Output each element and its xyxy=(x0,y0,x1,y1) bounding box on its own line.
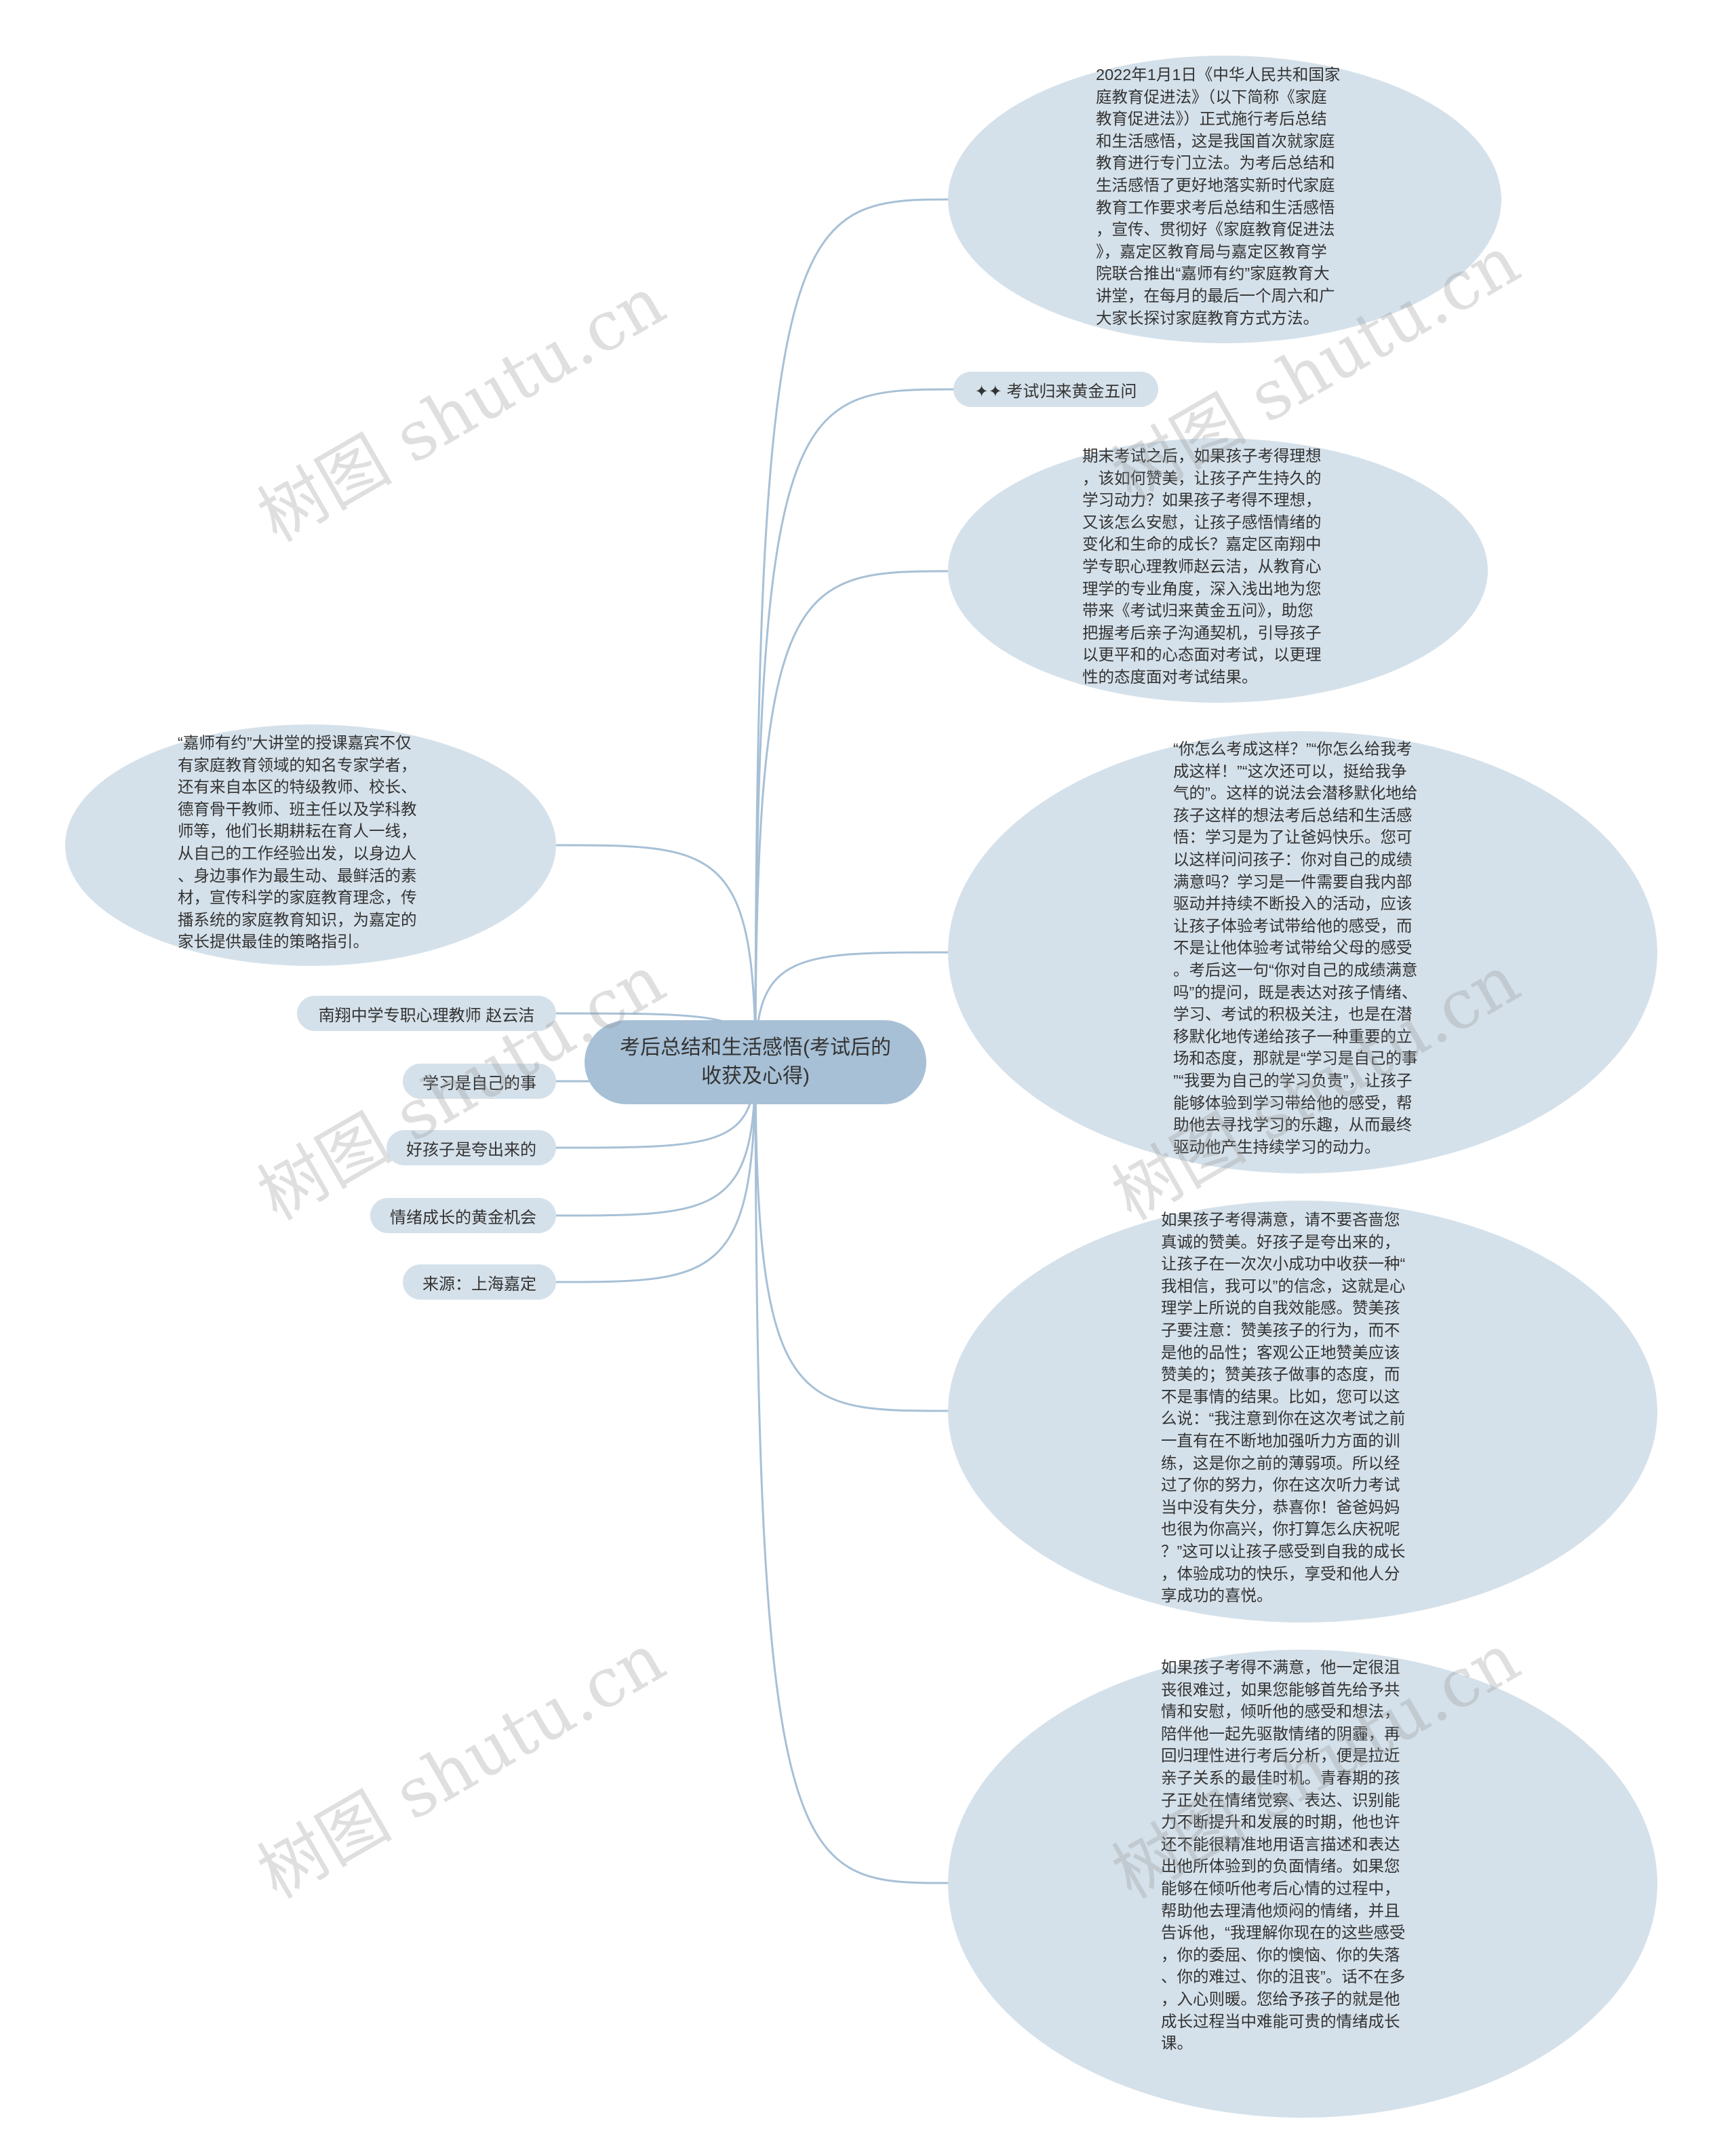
link-praise xyxy=(754,1062,949,1412)
node-exam-after-intro[interactable]: 期末考试之后，如果孩子考得理想 ，该如何赞美，让孩子产生持久的 学习动力？如果孩… xyxy=(948,438,1488,703)
link-source xyxy=(555,1062,757,1283)
node-golden-chance[interactable]: 情绪成长的黄金机会 xyxy=(370,1198,556,1233)
node-five-questions[interactable]: ✦✦ 考试归来黄金五问 xyxy=(953,372,1158,407)
node-source[interactable]: 来源：上海嘉定 xyxy=(403,1264,556,1300)
node-learning-self-text: “你怎么考成这样？”“你怎么给我考 成这样！”“这次还可以，挺给我争 气的”。这… xyxy=(1173,740,1418,1156)
node-learning-self[interactable]: “你怎么考成这样？”“你怎么给我考 成这样！”“这次还可以，挺给我争 气的”。这… xyxy=(948,731,1657,1173)
node-learning-own[interactable]: 学习是自己的事 xyxy=(403,1064,556,1099)
link-five-questions xyxy=(754,388,955,1063)
node-law-intro-text: 2022年1月1日《中华人民共和国家 庭教育促进法》（以下简称《家庭 教育促进法… xyxy=(1096,66,1341,327)
node-golden-chance-label: 情绪成长的黄金机会 xyxy=(390,1208,536,1227)
node-exam-after-intro-text: 期末考试之后，如果孩子考得理想 ，该如何赞美，让孩子产生持久的 学习动力？如果孩… xyxy=(1082,447,1322,686)
node-law-intro[interactable]: 2022年1月1日《中华人民共和国家 庭教育促进法》（以下简称《家庭 教育促进法… xyxy=(948,56,1501,343)
node-praise-text: 如果孩子考得满意，请不要吝啬您 真诚的赞美。好孩子是夸出来的， 让孩子在一次次小… xyxy=(1161,1211,1406,1605)
node-teacher-label: 南翔中学专职心理教师 赵云洁 xyxy=(318,1006,535,1025)
node-five-questions-label: ✦✦ 考试归来黄金五问 xyxy=(974,382,1137,401)
node-lecture-guests-text: “嘉师有约”大讲堂的授课嘉宾不仅 有家庭教育领域的知名专家学者， 还有来自本区的… xyxy=(178,734,417,951)
root-topic-label: 考后总结和生活感悟(考试后的收获及心得) xyxy=(620,1036,891,1087)
root-topic[interactable]: 考后总结和生活感悟(考试后的收获及心得) xyxy=(585,1020,926,1104)
link-emotion xyxy=(754,1062,949,1884)
node-source-label: 来源：上海嘉定 xyxy=(422,1275,536,1294)
node-learning-own-label: 学习是自己的事 xyxy=(422,1074,536,1093)
link-golden-chance xyxy=(555,1062,757,1217)
link-exam-after-intro xyxy=(754,570,955,1063)
link-law-intro xyxy=(754,198,955,1063)
node-teacher[interactable]: 南翔中学专职心理教师 赵云洁 xyxy=(297,996,556,1031)
node-emotion-text: 如果孩子考得不满意，他一定很沮 丧很难过，如果您能够首先给予共 情和安慰，倾听他… xyxy=(1161,1658,1406,2053)
node-emotion[interactable]: 如果孩子考得不满意，他一定很沮 丧很难过，如果您能够首先给予共 情和安慰，倾听他… xyxy=(948,1650,1657,2118)
node-good-kids-label: 好孩子是夸出来的 xyxy=(406,1140,536,1159)
node-lecture-guests[interactable]: “嘉师有约”大讲堂的授课嘉宾不仅 有家庭教育领域的知名专家学者， 还有来自本区的… xyxy=(65,724,556,966)
node-praise[interactable]: 如果孩子考得满意，请不要吝啬您 真诚的赞美。好孩子是夸出来的， 让孩子在一次次小… xyxy=(948,1201,1657,1623)
link-lecture-guests xyxy=(555,844,757,1063)
node-good-kids[interactable]: 好孩子是夸出来的 xyxy=(387,1130,556,1165)
